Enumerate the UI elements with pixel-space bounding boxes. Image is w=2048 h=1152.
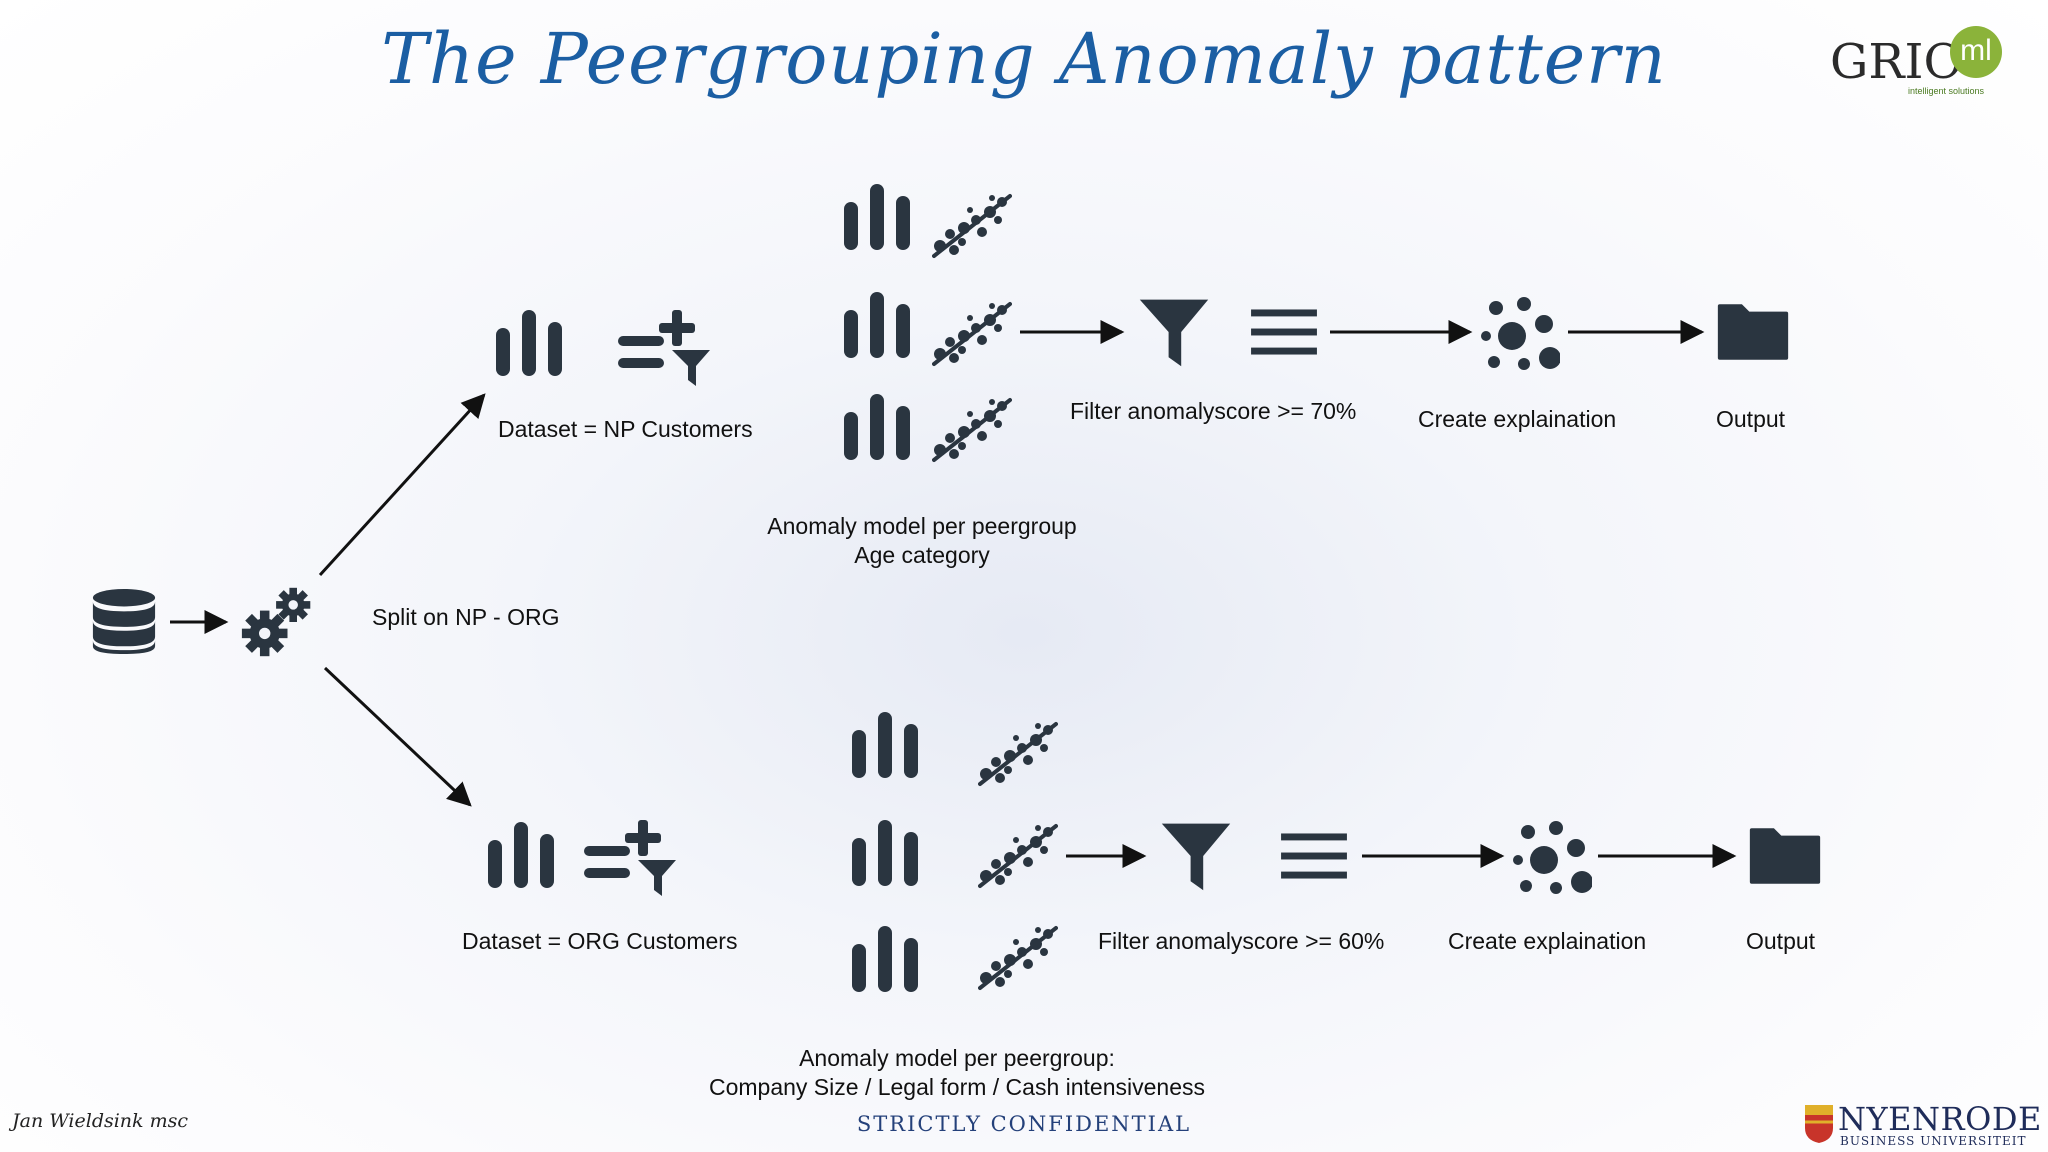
- list-icon: [1248, 306, 1320, 358]
- arrow-split-bottom: [323, 666, 472, 807]
- bottom-model-label-line2: Company Size / Legal form / Cash intensi…: [708, 1074, 1206, 1100]
- top-model-label: Anomaly model per peergroup Age category: [700, 512, 1144, 570]
- list-icon: [1278, 830, 1350, 882]
- slide-title: The Peergrouping Anomaly pattern: [381, 18, 1667, 100]
- top-explain-label: Create explaination: [1418, 406, 1617, 432]
- bottom-filter-label: Filter anomalyscore >= 60%: [1098, 928, 1385, 954]
- top-model-label-line1: Anomaly model per peergroup: [767, 513, 1077, 539]
- add-filter-icon: [582, 818, 682, 898]
- scatter-icon: [978, 820, 1058, 890]
- top-dataset-label: Dataset = NP Customers: [498, 416, 753, 442]
- grio-logo-tagline: intelligent solutions: [1908, 86, 1985, 96]
- bottom-output-label: Output: [1746, 928, 1816, 954]
- bar-chart-icon: [850, 924, 920, 994]
- split-label: Split on NP - ORG: [372, 604, 560, 630]
- scatter-icon: [932, 190, 1012, 260]
- arrow-split-top: [318, 393, 486, 577]
- top-output-label: Output: [1716, 406, 1786, 432]
- grio-logo-text: GRIO: [1830, 34, 1963, 90]
- bottom-model-label-line1: Anomaly model per peergroup:: [799, 1045, 1115, 1071]
- bar-chart-icon: [486, 820, 556, 890]
- top-model-label-line2: Age category: [854, 542, 990, 568]
- top-filter-label: Filter anomalyscore >= 70%: [1070, 398, 1357, 424]
- scatter-icon: [978, 922, 1058, 992]
- bar-chart-icon: [850, 710, 920, 780]
- bottom-explain-label: Create explaination: [1448, 928, 1647, 954]
- scatter-icon: [932, 394, 1012, 464]
- funnel-icon: [1160, 820, 1232, 892]
- bottom-dataset-label: Dataset = ORG Customers: [462, 928, 738, 954]
- bar-chart-icon: [494, 308, 564, 378]
- nyenrode-subtitle: BUSINESS UNIVERSITEIT: [1840, 1134, 2027, 1148]
- bar-chart-icon: [850, 818, 920, 888]
- cluster-icon: [1512, 820, 1592, 900]
- add-filter-icon: [616, 308, 716, 388]
- grio-logo-badge: ml: [1950, 26, 2002, 78]
- gears-icon: [240, 584, 316, 660]
- scatter-icon: [932, 298, 1012, 368]
- nyenrode-shield-icon: [1805, 1105, 1833, 1143]
- confidential-footer: STRICTLY CONFIDENTIAL: [856, 1112, 1192, 1136]
- author-signature: Jan Wieldsink msc: [12, 1110, 189, 1132]
- bar-chart-icon: [842, 290, 912, 360]
- folder-icon: [1716, 302, 1790, 362]
- nyenrode-name: NYENRODE: [1838, 1100, 2042, 1138]
- funnel-icon: [1138, 296, 1210, 368]
- bottom-model-label: Anomaly model per peergroup: Company Siz…: [640, 1044, 1274, 1102]
- cluster-icon: [1480, 296, 1560, 376]
- folder-icon: [1748, 826, 1822, 886]
- database-icon: [90, 588, 158, 656]
- bar-chart-icon: [842, 182, 912, 252]
- bar-chart-icon: [842, 392, 912, 462]
- scatter-icon: [978, 718, 1058, 788]
